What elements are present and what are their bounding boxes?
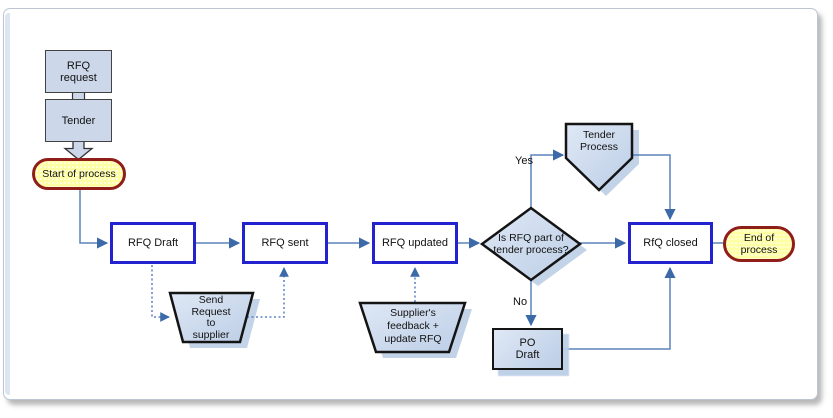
node-rfq-closed: RfQ closed (628, 222, 713, 264)
node-po-draft-label: PO Draft (515, 337, 540, 361)
decision-label: Is RFQ part of tender process? (493, 232, 569, 256)
send-request-label: Send Request to supplier (191, 294, 231, 341)
node-tender-label: Tender (61, 114, 96, 127)
dotted-connectors (151, 265, 420, 322)
node-po-draft: PO Draft (492, 328, 563, 370)
edge-po-draft-to-closed (563, 266, 676, 350)
tender-process-label: Tender Process (580, 129, 618, 153)
node-end-of-process: End of process (723, 226, 795, 262)
node-rfq-updated-label: RFQ updated (381, 237, 449, 249)
node-start-label: Start of process (42, 168, 116, 180)
supplier-feedback-trapezoid (358, 301, 467, 354)
tender-to-start-block-arrow (63, 140, 94, 161)
node-start-of-process: Start of process (32, 158, 126, 190)
edge-start-to-draft (79, 190, 109, 249)
supplier-feedback-label: Supplier's feedback + update RFQ (384, 306, 442, 345)
node-rfq-request-label: RFQ request (60, 59, 97, 84)
node-end-label: End of process (740, 232, 778, 256)
edge-label-yes: Yes (515, 155, 533, 167)
edge-draft-to-send-request (151, 265, 170, 322)
edge-tender-process-to-closed (632, 154, 676, 221)
send-request-trapezoid (168, 291, 255, 344)
node-rfq-draft-label: RFQ Draft (127, 237, 179, 249)
node-rfq-sent: RFQ sent (242, 222, 328, 264)
node-rfq-request: RFQ request (45, 50, 112, 93)
node-rfq-draft: RFQ Draft (110, 222, 196, 264)
node-rfq-sent-label: RFQ sent (261, 237, 309, 249)
decision-diamond (479, 206, 583, 282)
node-rfq-closed-label: RfQ closed (643, 237, 698, 249)
edge-send-request-to-sent (247, 267, 289, 318)
node-tender: Tender (45, 99, 112, 142)
tender-process-pentagon (564, 122, 634, 192)
edge-yes-to-tender-process (530, 149, 565, 208)
connectors (79, 149, 723, 350)
edge-label-no: No (513, 296, 528, 308)
node-rfq-updated: RFQ updated (372, 222, 458, 264)
